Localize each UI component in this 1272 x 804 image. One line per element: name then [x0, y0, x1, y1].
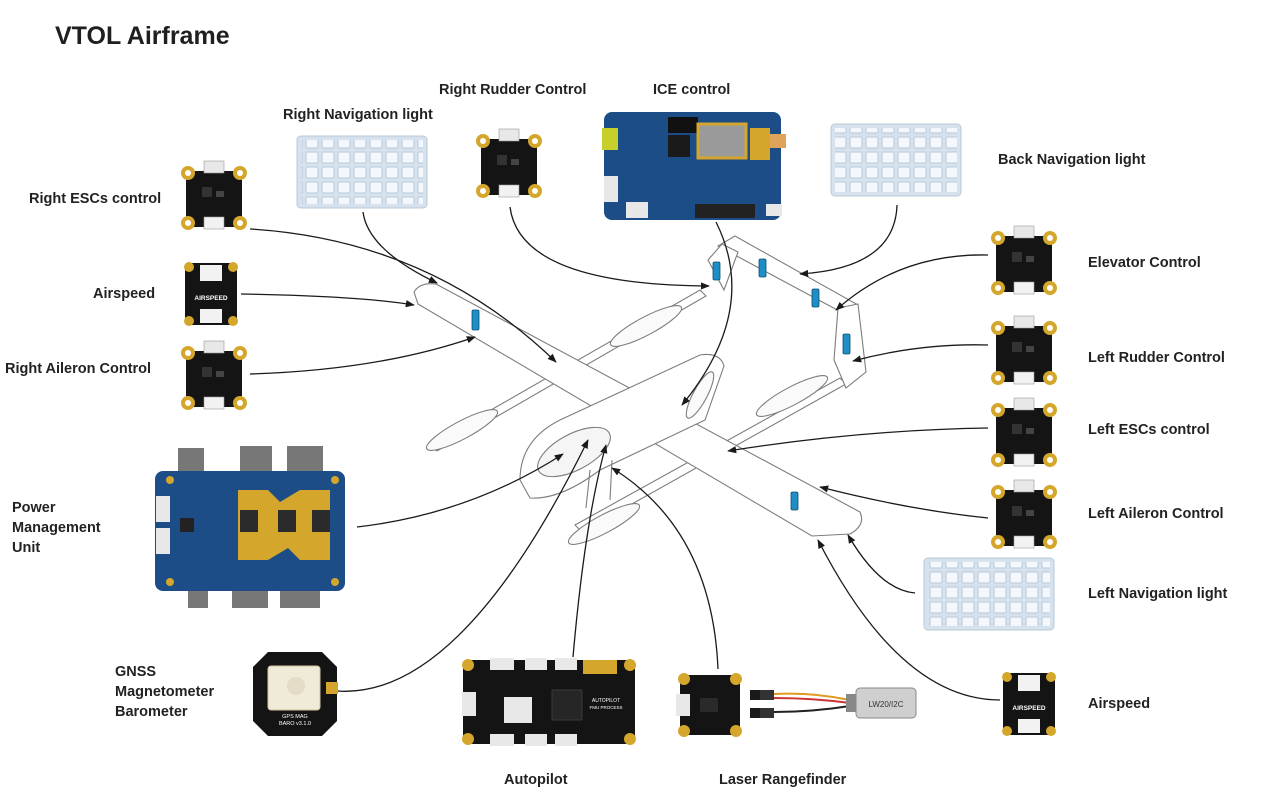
pmu-board [155, 446, 345, 608]
servo-icon [472, 310, 479, 330]
node-board-left-rudder [991, 316, 1057, 385]
arrow-left-rudder [853, 345, 988, 361]
laser-sensor-text: LW20/I2C [869, 700, 904, 709]
node-board-left-aileron [991, 480, 1057, 549]
autopilot-board-text-2: FMU PROCESS [589, 705, 622, 710]
airspeed-board-text: AIRSPEED [1012, 705, 1046, 712]
propeller-disc [606, 299, 685, 352]
node-board-elevator [991, 226, 1057, 295]
ice-control-board [602, 112, 786, 220]
node-board-right-esc [181, 161, 247, 230]
servo-icon [759, 259, 766, 277]
arrow-right-aileron [250, 337, 475, 374]
horizontal-tail [718, 236, 858, 320]
servo-icon [843, 334, 850, 354]
autopilot-board-text: AUTOPILOT [592, 698, 620, 704]
arrow-elevator [836, 255, 988, 310]
gnss-board-text: GPS MAG [282, 714, 308, 720]
arrow-airspeed-right [241, 294, 414, 305]
arrow-back-nav-light [800, 205, 897, 274]
propeller-disc [422, 403, 501, 456]
node-board-right-aileron [181, 341, 247, 410]
arrow-left-nav-light [848, 535, 915, 593]
servo-icon [791, 492, 798, 510]
airspeed-board-text: AIRSPEED [194, 295, 228, 302]
gnss-board: GPS MAG BARO v3.1.0 [253, 652, 338, 736]
arrow-left-esc [728, 428, 988, 451]
led-panel-left-navigation [924, 558, 1054, 630]
vertical-tail-right [708, 244, 738, 290]
laser-rangefinder-assembly: LW20/I2C [676, 673, 916, 737]
node-board-left-esc [991, 398, 1057, 467]
gnss-board-text-2: BARO v3.1.0 [279, 721, 311, 727]
airspeed-board-left: AIRSPEED [1002, 672, 1056, 736]
airspeed-board-right: AIRSPEED [184, 262, 238, 326]
led-panel-back-navigation [831, 124, 961, 196]
autopilot-board: AUTOPILOT FMU PROCESS [462, 658, 636, 746]
node-board-right-rudder [476, 129, 542, 198]
servo-icon [812, 289, 819, 307]
servo-icon [713, 262, 720, 280]
led-panel-right-navigation [297, 136, 427, 208]
